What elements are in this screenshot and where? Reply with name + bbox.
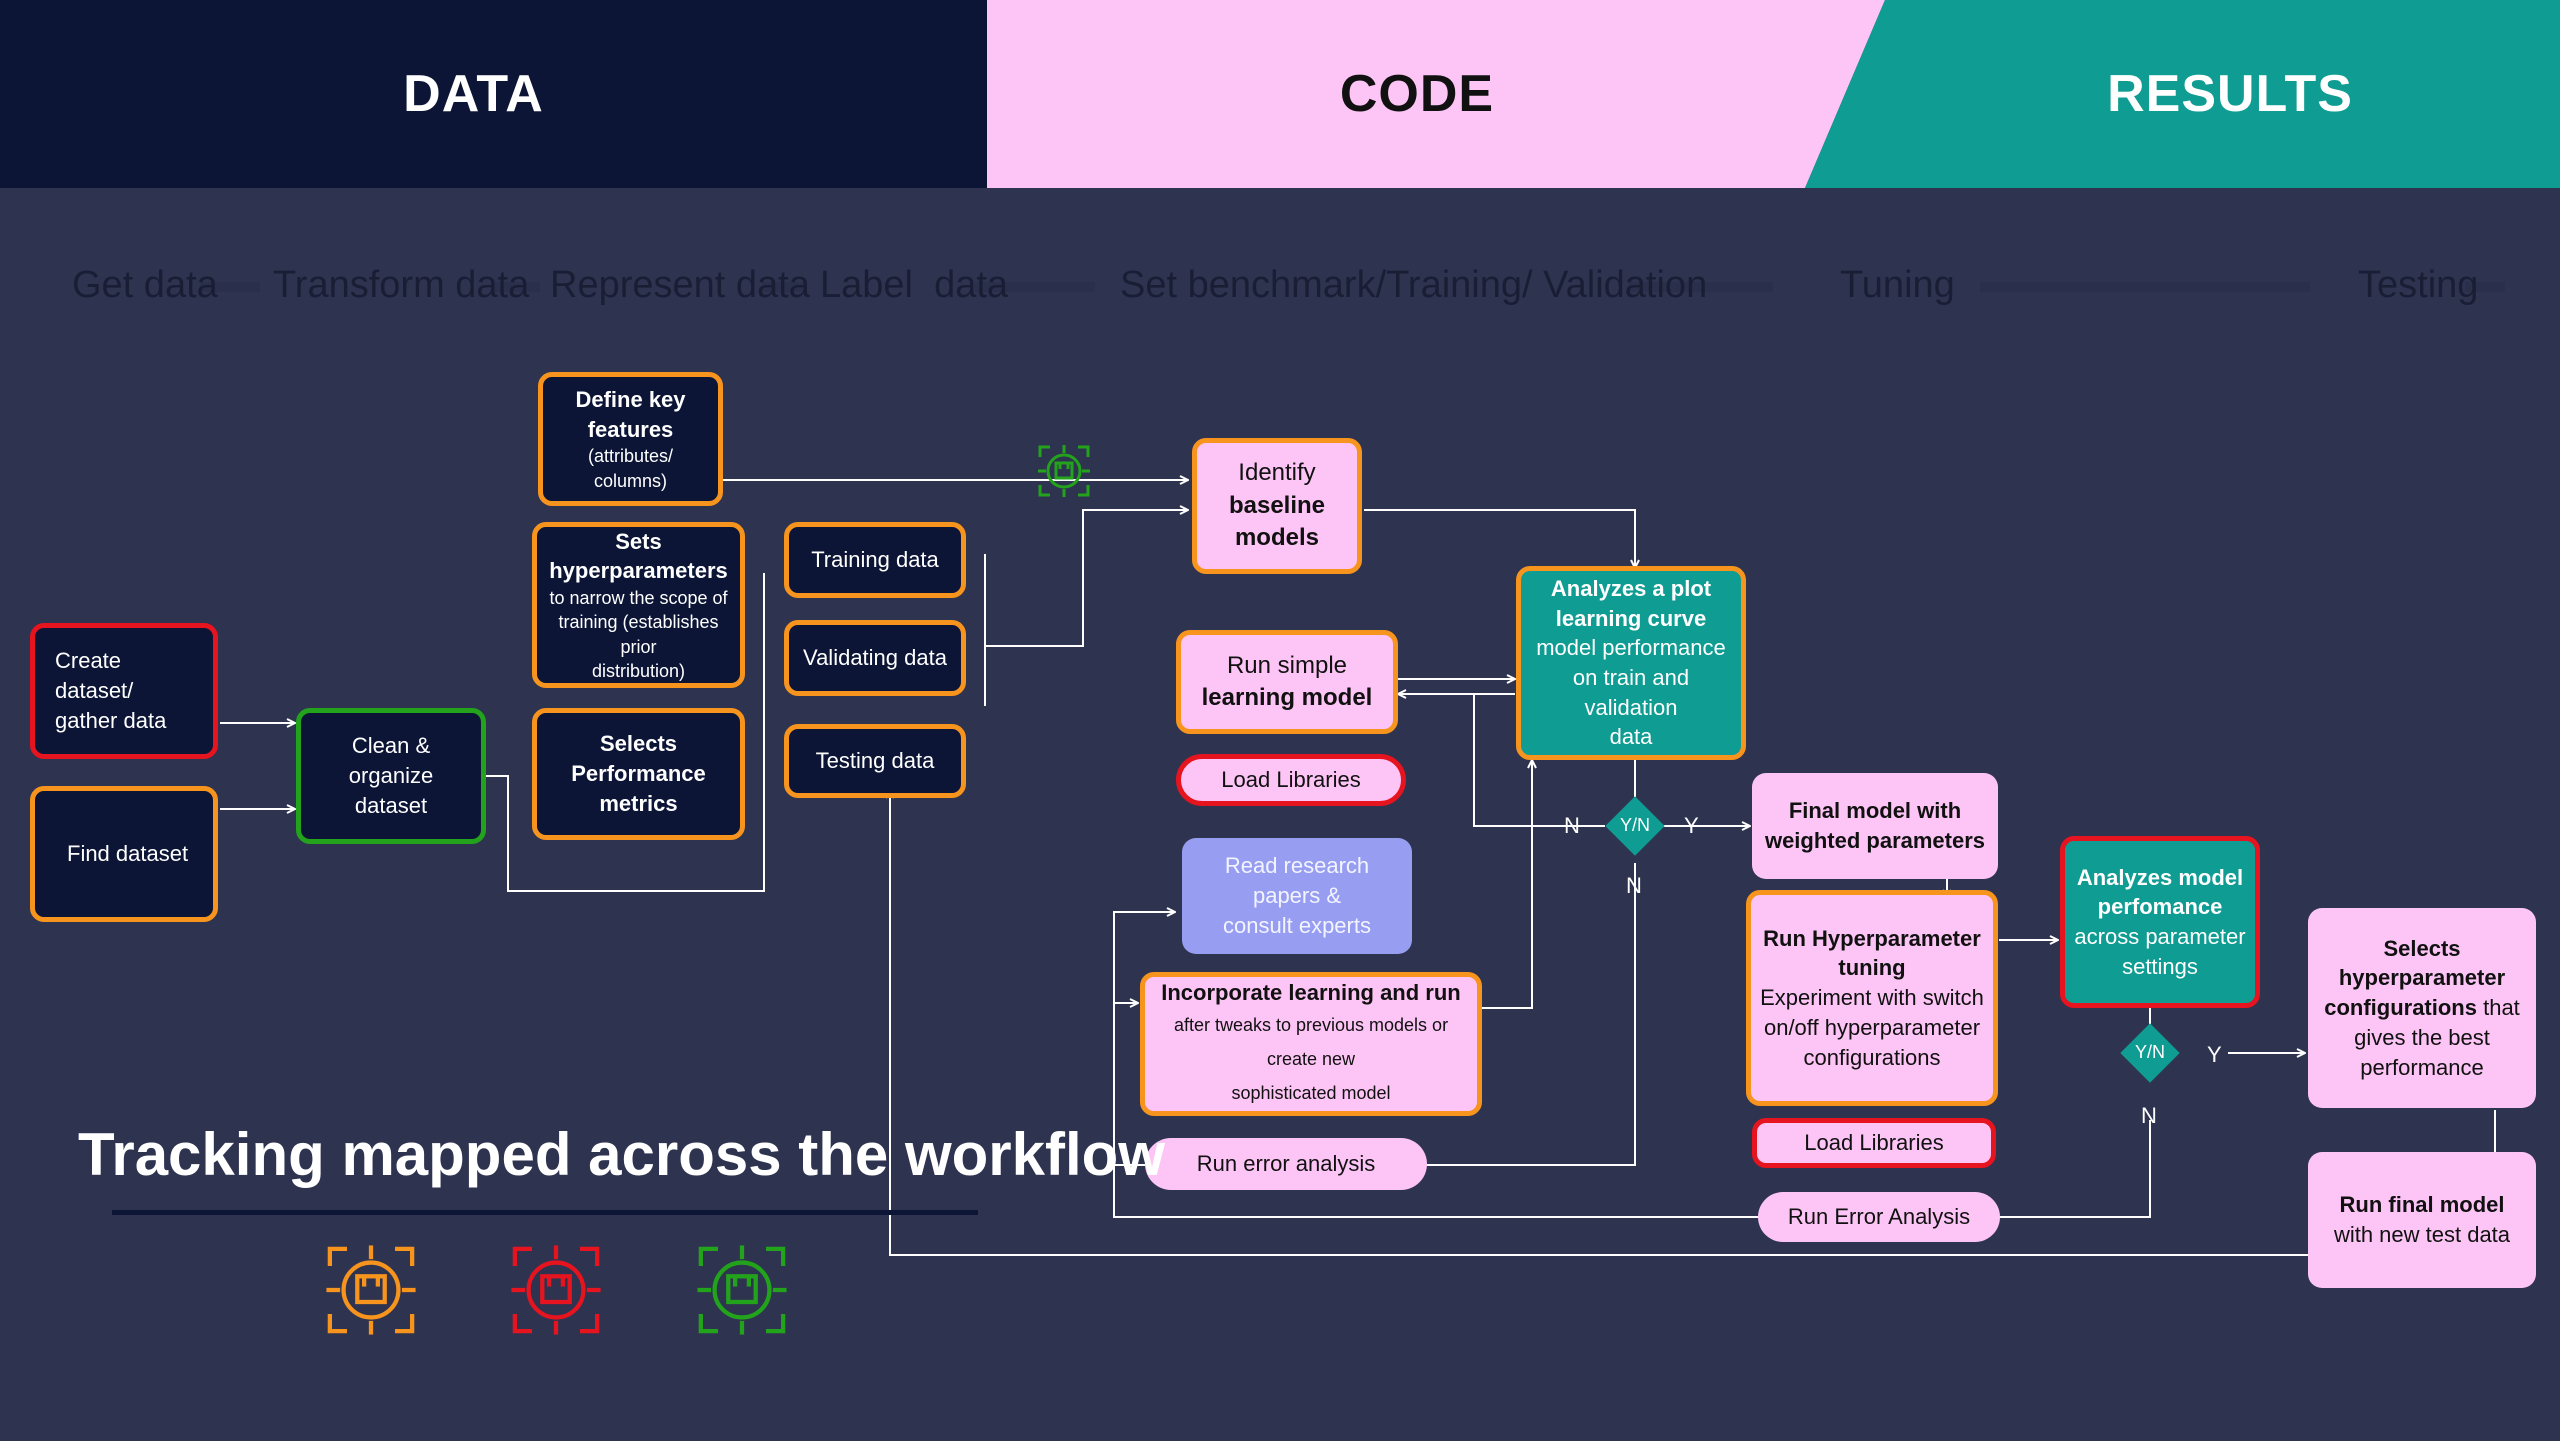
analyzes-plot-title: Analyzes a plot learning curve — [1550, 575, 1712, 631]
stage-connector — [762, 282, 807, 292]
stage-connector — [495, 282, 540, 292]
sets-hyperparameters-node: Sets hyperparameters to narrow the scope… — [532, 522, 745, 688]
tracking-underline — [112, 1210, 978, 1215]
selects-metrics-node: Selects Performance metrics — [532, 708, 745, 840]
run-error-analysis-node: Run Error Analysis — [1758, 1192, 2000, 1242]
selects-hyper-detail: that gives the best performance — [2354, 995, 2520, 1080]
decision-no-label: N — [1564, 813, 1580, 838]
stage-connector — [975, 282, 1095, 292]
clean-organize-node: Clean & organize dataset — [296, 708, 486, 844]
stage-connector — [2465, 282, 2505, 292]
header-data: DATA — [403, 65, 544, 123]
stage-label: Get data — [72, 264, 218, 306]
analyzes-model-title: Analyzes model perfomance — [2076, 864, 2244, 920]
incorporate-learning-node: Incorporate learning and run after tweak… — [1140, 972, 1482, 1116]
run-simple-pre: Run simple — [1226, 651, 1348, 679]
tracking-target-icon — [697, 1245, 787, 1335]
identify-baseline-pre: Identify — [1238, 459, 1316, 487]
run-final-title: Run final model — [2339, 1192, 2505, 1218]
decision-yes-label: Y — [2207, 1042, 2222, 1067]
load-libraries-node: Load Libraries — [1752, 1118, 1996, 1168]
header-code: CODE — [1339, 65, 1495, 123]
stage-connector — [200, 282, 260, 292]
read-papers-node: Read research papers & consult experts — [1182, 838, 1412, 954]
run-final-model-node: Run final model with new test data — [2308, 1152, 2536, 1288]
define-features-detail: (attributes/ columns) — [587, 446, 674, 491]
tracking-target-icon — [511, 1245, 601, 1335]
stage-label: Set benchmark/Training/ Validation — [1120, 264, 1708, 306]
stage-connector — [1980, 282, 2310, 292]
training-data-node: Training data — [784, 522, 966, 598]
decision-label: Y/N — [2134, 1042, 2165, 1062]
header-results: RESULTS — [2107, 65, 2353, 123]
create-dataset-node: Create dataset/ gather data — [30, 623, 218, 759]
stage-connector — [1628, 282, 1773, 292]
validating-data-node: Validating data — [784, 620, 966, 696]
tracking-target-icon — [326, 1245, 416, 1335]
decision-down-label: N — [1626, 873, 1642, 898]
run-hyper-title: Run Hyperparameter tuning — [1763, 925, 1981, 981]
incorporate-detail: after tweaks to previous models or creat… — [1173, 1014, 1449, 1103]
load-libraries-node: Load Libraries — [1176, 754, 1406, 806]
final-model-node: Final model with weighted parameters — [1752, 773, 1998, 879]
sets-hyperparameters-title: Sets hyperparameters — [549, 528, 728, 584]
header-bands — [0, 0, 2560, 188]
incorporate-title: Incorporate learning and run — [1161, 979, 1461, 1005]
decision-label: Y/N — [1619, 815, 1650, 835]
selects-hyper-text: Selects hyperparameter configurations th… — [2324, 934, 2520, 1082]
define-features-node: Define key features (attributes/ columns… — [538, 372, 723, 506]
testing-data-node: Testing data — [784, 724, 966, 798]
stage-label: Testing — [2358, 264, 2479, 306]
tracking-title: Tracking mapped across the workflow — [78, 1121, 1165, 1188]
identify-baseline-node: Identify baseline models — [1192, 438, 1362, 574]
selects-hyper-title: Selects hyperparameter configurations — [2324, 935, 2506, 1021]
analyzes-plot-detail: model performance on train and validatio… — [1536, 635, 1726, 750]
run-error-analysis-node: Run error analysis — [1145, 1138, 1427, 1190]
stage-label: Tuning — [1840, 264, 1955, 306]
run-simple-bold: learning model — [1201, 684, 1373, 711]
run-hyperparameter-tuning-node: Run Hyperparameter tuning Experiment wit… — [1746, 890, 1998, 1106]
decision-yes-label: Y — [1684, 813, 1699, 838]
sets-hyperparameters-detail: to narrow the scope of training (establi… — [549, 588, 728, 681]
stage-label: Transform data — [273, 264, 530, 306]
selects-hyperparameter-node: Selects hyperparameter configurations th… — [2308, 908, 2536, 1108]
analyzes-model-node: Analyzes model perfomance across paramet… — [2060, 836, 2260, 1008]
decision-down-label: N — [2141, 1103, 2157, 1128]
analyzes-plot-node: Analyzes a plot learning curve model per… — [1516, 566, 1746, 760]
identify-baseline-bold: baseline models — [1228, 491, 1326, 552]
find-dataset-node: Find dataset — [30, 786, 218, 922]
define-features-title: Define key features — [575, 387, 686, 442]
run-hyper-detail: Experiment with switch on/off hyperparam… — [1760, 985, 1984, 1070]
analyzes-model-detail: across parameter settings — [2074, 924, 2246, 979]
stage-label: Label data — [820, 264, 1009, 306]
tracking-target-icon — [1038, 445, 1090, 497]
run-simple-model-node: Run simple learning model — [1176, 630, 1398, 734]
run-final-detail: with new test data — [2333, 1222, 2511, 1247]
stage-label: Represent data — [550, 264, 810, 306]
